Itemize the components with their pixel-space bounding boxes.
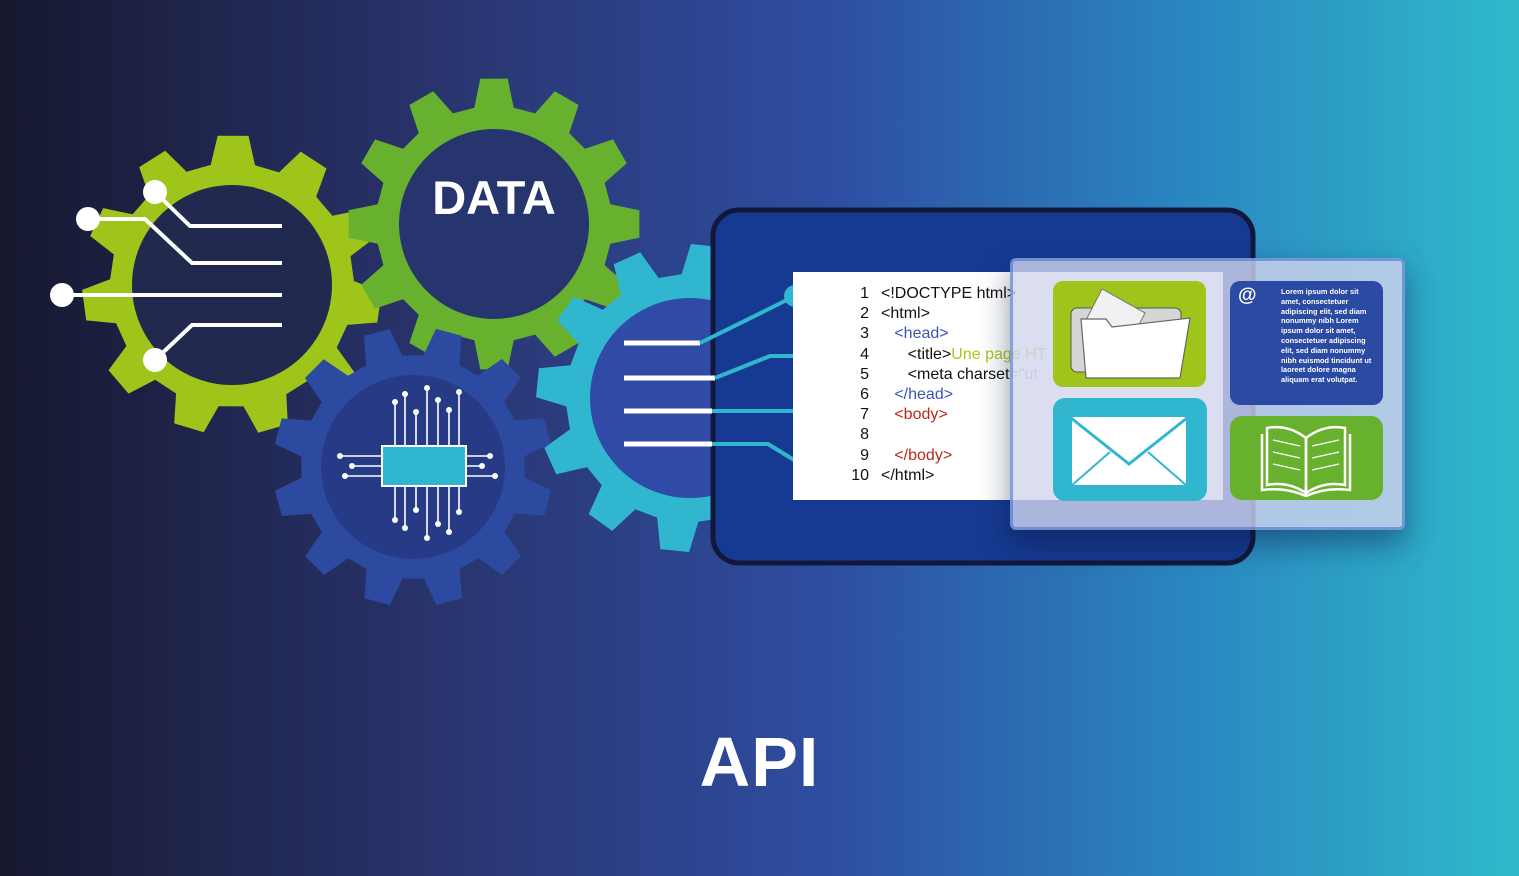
code-text: <head>	[881, 324, 949, 344]
code-line: 7 <body>	[793, 405, 1223, 425]
line-number: 8	[860, 426, 869, 444]
lorem-text: Lorem ipsum dolor sit amet, consectetuer…	[1281, 287, 1372, 385]
code-line: 3 <head>	[793, 324, 1223, 344]
envelope-card	[1053, 398, 1207, 501]
line-number: 3	[860, 325, 869, 343]
code-line: 10 </html>	[793, 466, 1223, 486]
code-token: <meta charset	[881, 365, 1010, 383]
contact-text-card: @ Lorem ipsum dolor sit amet, consectetu…	[1230, 281, 1383, 405]
line-number: 5	[860, 365, 869, 383]
line-number: 1	[860, 285, 869, 302]
page-title: API	[699, 723, 820, 801]
code-token: <!DOCTYPE html>	[881, 285, 1017, 302]
code-line: 6 </head>	[793, 385, 1223, 405]
line-number: 6	[860, 385, 869, 403]
open-book-icon	[1260, 425, 1352, 498]
code-token: </body>	[881, 446, 953, 464]
line-number: 9	[860, 446, 869, 464]
input-nodes	[50, 180, 167, 372]
code-line: 2 <html>	[793, 304, 1223, 324]
folder-card	[1053, 281, 1206, 387]
code-token: </head>	[881, 385, 954, 403]
line-number: 10	[851, 466, 869, 484]
data-gear: DATA	[348, 78, 640, 370]
code-text: <body>	[881, 405, 948, 425]
line-number: 7	[860, 406, 869, 424]
folder-icon	[1070, 288, 1191, 379]
code-text: </html>	[881, 466, 934, 486]
code-text: <html>	[881, 304, 930, 324]
code-line: 1 <!DOCTYPE html>	[793, 284, 1223, 304]
code-token: <html>	[881, 305, 930, 323]
line-number: 4	[860, 345, 869, 363]
code-line: 8	[793, 425, 1223, 445]
at-sign-icon: @	[1238, 285, 1257, 306]
data-label: DATA	[432, 171, 556, 224]
data-gear-hole	[399, 129, 589, 319]
code-text: </body>	[881, 446, 952, 466]
chip-icon	[337, 385, 498, 541]
code-token: </html>	[881, 466, 935, 484]
envelope-icon	[1070, 415, 1188, 487]
code-text: <!DOCTYPE html>	[881, 284, 1016, 304]
code-token: <title>	[881, 345, 952, 363]
code-token: <head>	[881, 325, 949, 343]
input-lines	[62, 190, 282, 362]
code-line: 9 </body>	[793, 446, 1223, 466]
book-card	[1230, 416, 1383, 500]
code-token: <body>	[881, 406, 948, 424]
code-text: </head>	[881, 385, 953, 405]
line-number: 2	[860, 305, 869, 323]
